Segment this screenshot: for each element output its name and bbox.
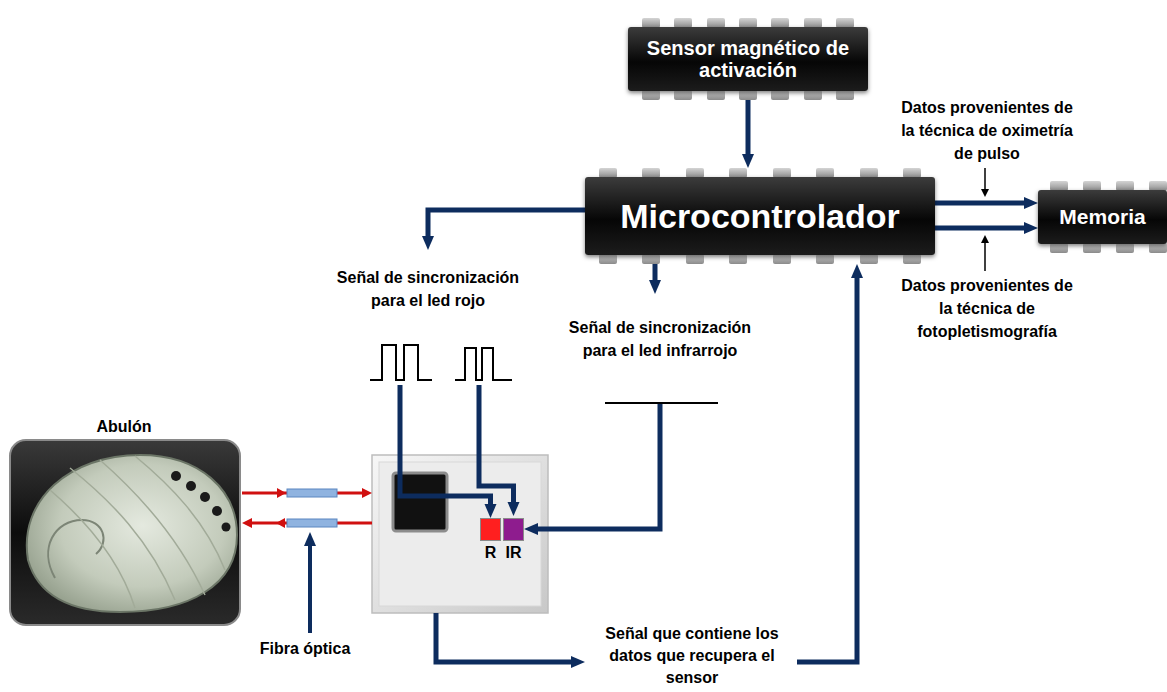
- signal-label: Señal que contiene los datos que recuper…: [592, 623, 792, 689]
- square-wave: [455, 348, 512, 380]
- chip-pin: [1083, 243, 1101, 253]
- led-lens: [503, 518, 524, 541]
- chip-box: Memoria: [1038, 181, 1167, 253]
- optical-fiber: [287, 489, 337, 497]
- connector: [436, 274, 857, 662]
- chip-box: Microcontrolador: [585, 168, 935, 264]
- chip-pin: [771, 90, 789, 100]
- connector-segment: [428, 210, 585, 240]
- shell-hole: [200, 492, 210, 502]
- leader-line: [308, 542, 312, 633]
- chip-pin: [1116, 243, 1134, 253]
- connector: [935, 203, 1028, 204]
- signal-label: Señal de sincronización para el led infr…: [553, 316, 768, 362]
- chip-pin: [1050, 243, 1068, 253]
- shell-hole: [186, 481, 196, 491]
- connector-segment: [935, 226, 1028, 231]
- flat-signal: [605, 402, 718, 404]
- text-label: Sensor magnético de activación: [634, 37, 862, 82]
- connector-segment: [746, 100, 751, 158]
- chip-body: Sensor magnético de activación: [628, 27, 868, 91]
- connector: [935, 228, 1028, 229]
- connector-segment: [534, 404, 660, 529]
- led-box: R: [480, 518, 501, 564]
- chip-pin: [686, 254, 704, 264]
- connector-segment: [436, 613, 575, 662]
- chip-pin: [773, 254, 791, 264]
- shell-whorl: [48, 520, 103, 578]
- module-bevel: [379, 462, 541, 606]
- light-arrow: [277, 488, 286, 498]
- connector: [748, 100, 749, 158]
- square-wave: [370, 345, 432, 380]
- chip-body: Microcontrolador: [585, 177, 935, 255]
- text-label: Abulón: [6, 414, 242, 437]
- shell-stripes: [50, 456, 225, 608]
- chip-pin: [642, 90, 660, 100]
- chip-pin: [599, 254, 617, 264]
- chip-box: Sensor magnético de activación: [628, 18, 868, 100]
- text-label: Memoria: [1059, 205, 1145, 229]
- signal-wire: [479, 385, 514, 506]
- text-label: IR: [491, 543, 536, 563]
- chip-pin: [674, 90, 692, 100]
- connector-segment: [797, 274, 857, 662]
- chip-pin: [1149, 243, 1167, 253]
- chip-pin: [804, 90, 822, 100]
- abalone-shell: [27, 455, 237, 612]
- shell-hole: [212, 506, 222, 516]
- led-box: IR: [503, 518, 524, 564]
- sensor-module: RIR: [372, 455, 548, 613]
- led-lens: [480, 518, 501, 541]
- chip-pin: [729, 254, 747, 264]
- signal-label: Señal de sincronización para el led rojo: [321, 266, 536, 312]
- shell-hole: [171, 471, 181, 481]
- image-box: Abulón: [6, 414, 242, 628]
- leader-line: [984, 168, 986, 192]
- shell-hole: [222, 523, 231, 532]
- chip-pin: [816, 254, 834, 264]
- chip-pin: [642, 254, 660, 264]
- connector-segment: [653, 264, 658, 284]
- connector: [400, 210, 585, 508]
- connector-segment: [935, 201, 1028, 206]
- leader-line: [984, 240, 986, 271]
- signal-label: Datos provenientes de la técnica de foto…: [895, 274, 1080, 343]
- signal-label: Datos provenientes de la técnica de oxim…: [895, 96, 1080, 165]
- optical-fiber: [287, 519, 337, 527]
- chip-pin: [860, 254, 878, 264]
- text-label: Microcontrolador: [620, 197, 900, 235]
- photo-frame: [10, 440, 240, 625]
- chip-pin: [739, 90, 757, 100]
- connector: [534, 264, 660, 529]
- chip-pin: [903, 254, 921, 264]
- connector-segment: [400, 385, 491, 508]
- part-label: Fibra óptica: [240, 637, 370, 660]
- light-arrow: [276, 518, 285, 528]
- chip-pin: [836, 90, 854, 100]
- chip-pin: [707, 90, 725, 100]
- chip-body: Memoria: [1038, 190, 1167, 244]
